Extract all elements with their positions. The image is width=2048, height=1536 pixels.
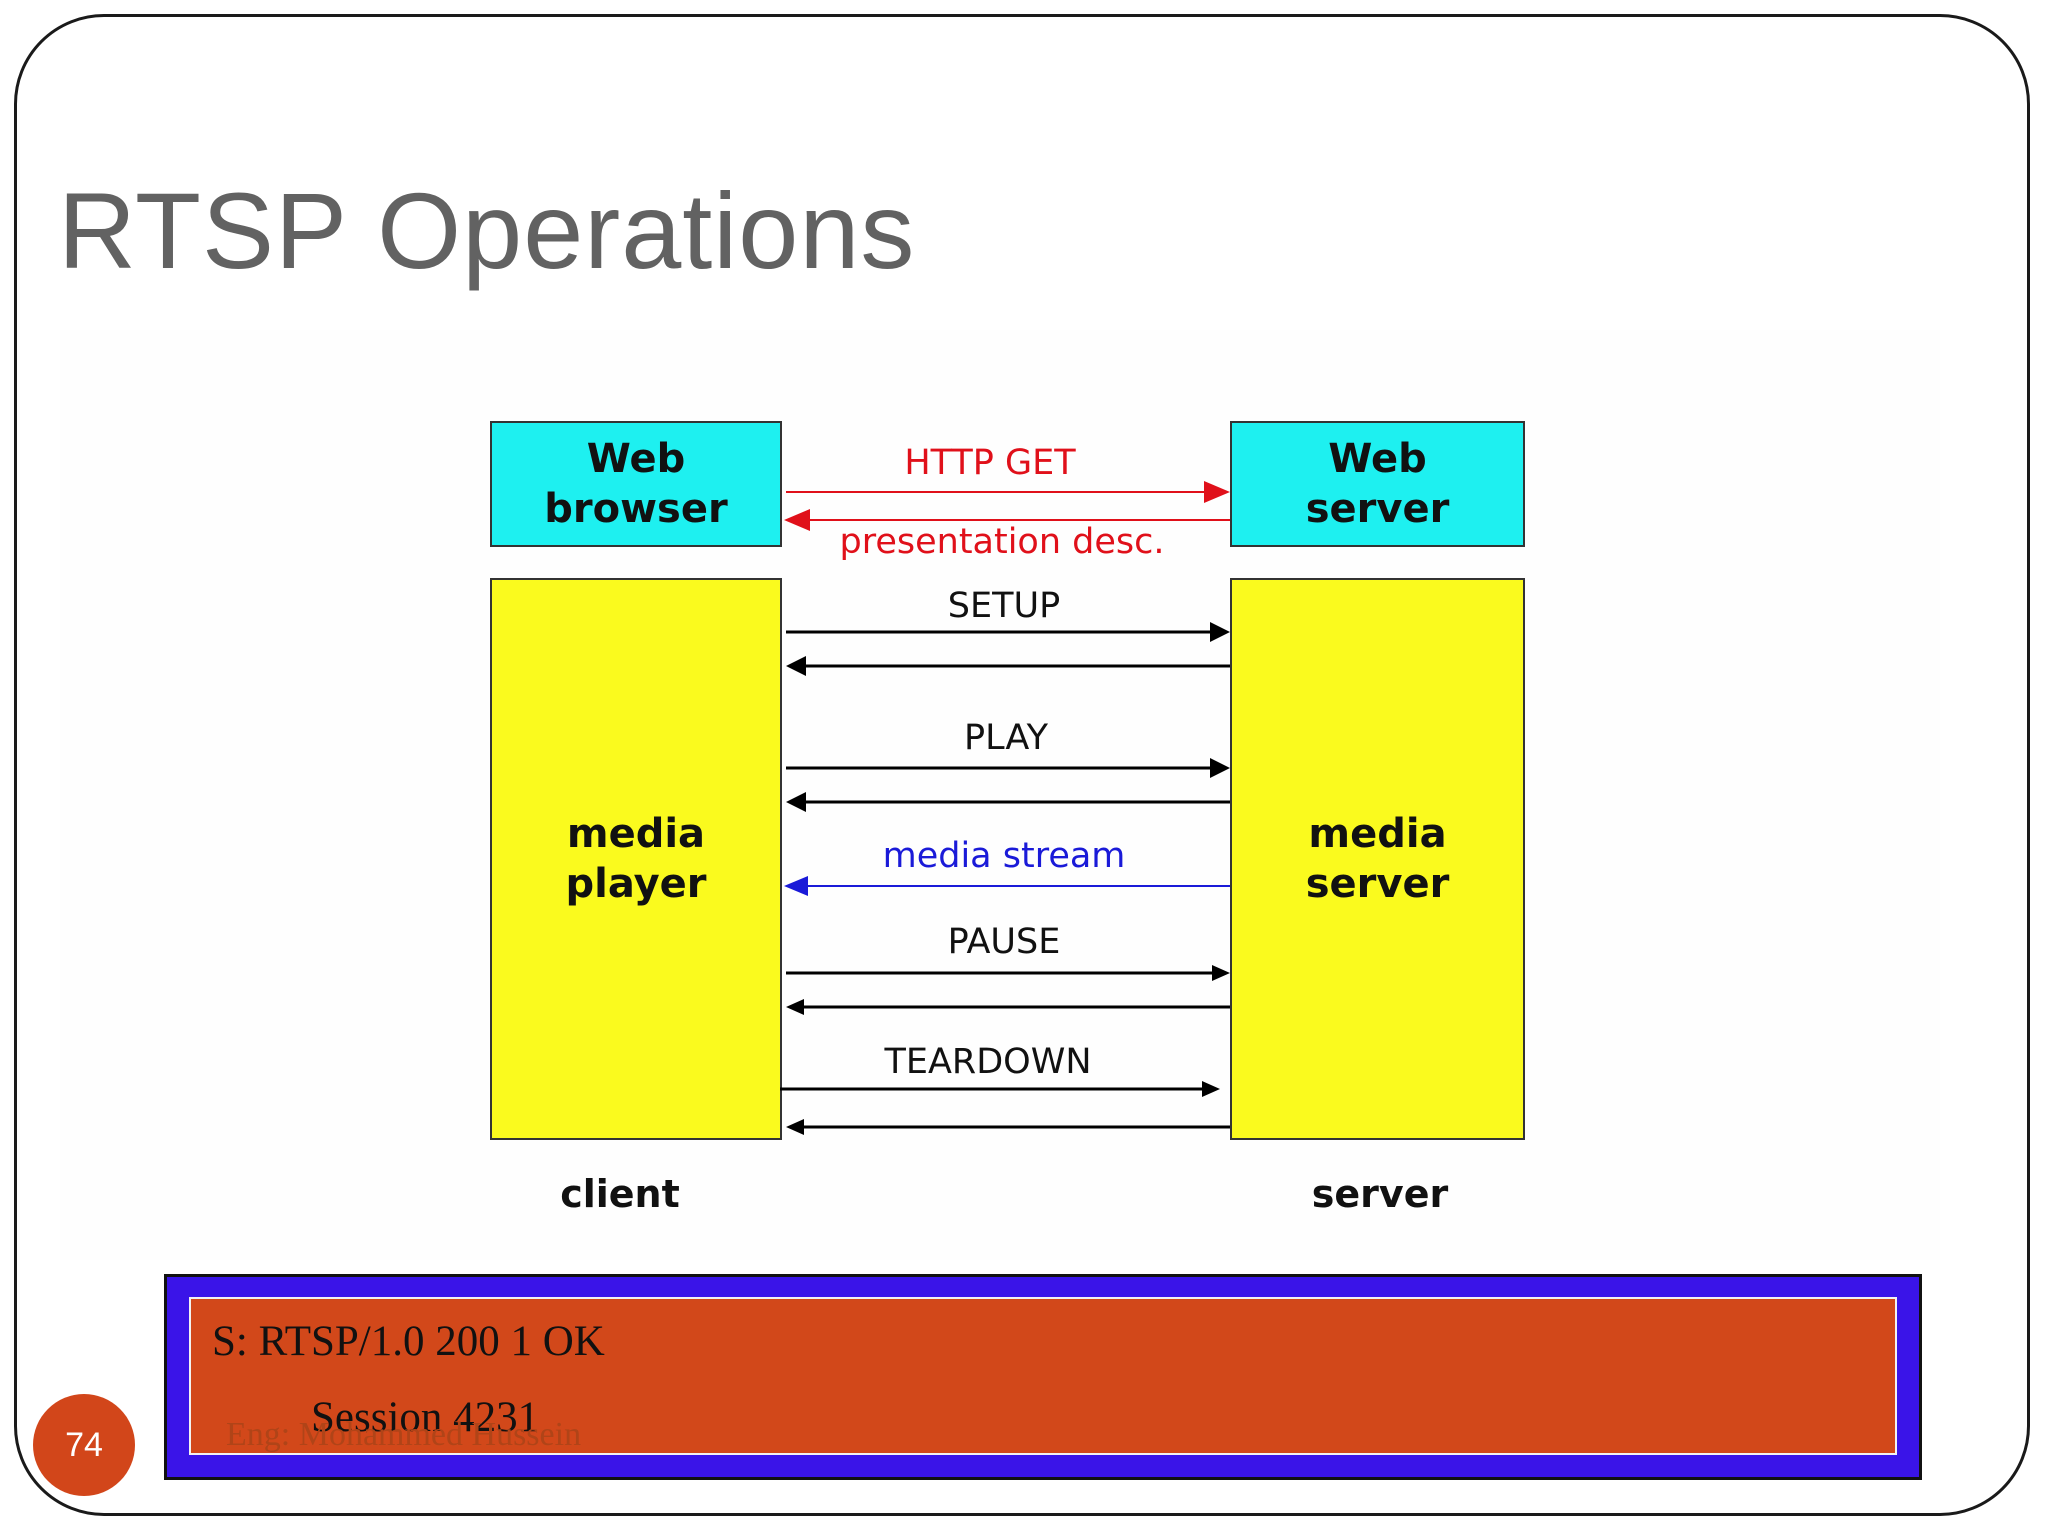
pause-label: PAUSE (947, 922, 1061, 962)
setup-request-arrowhead (1210, 622, 1230, 642)
media-server-box: media server (1230, 578, 1525, 1140)
server-label: server (1311, 1172, 1449, 1216)
setup-label: SETUP (947, 586, 1061, 626)
http-get-arrowhead (1204, 481, 1230, 503)
slide-title: RTSP Operations (58, 170, 916, 291)
play-label: PLAY (963, 718, 1049, 758)
http-get-label: HTTP GET (904, 443, 1076, 483)
teardown-request-arrowhead (1202, 1081, 1220, 1097)
footer-author: Eng: Mohammed Hussein (226, 1416, 582, 1453)
media-player-box: media player (490, 578, 782, 1140)
web-server-box: Web server (1230, 421, 1525, 547)
setup-response-arrowhead (786, 656, 806, 676)
play-response-arrowhead (786, 792, 806, 812)
presentation-desc-arrowhead (784, 509, 810, 531)
pause-request-arrowhead (1212, 965, 1230, 981)
media-stream-arrowhead (784, 876, 808, 896)
status-line-response: S: RTSP/1.0 200 1 OK (212, 1318, 605, 1365)
play-request-arrowhead (1210, 758, 1230, 778)
media-stream-label: media stream (882, 836, 1126, 876)
status-line-session: Session 4231 (311, 1394, 540, 1441)
teardown-response-arrowhead (786, 1119, 804, 1135)
web-browser-box: Web browser (490, 421, 782, 547)
presentation-desc-label: presentation desc. (839, 522, 1165, 562)
diagram-area (60, 330, 1940, 1260)
status-box-inner: S: RTSP/1.0 200 1 OK Session 4231 (189, 1297, 1897, 1455)
pause-response-arrowhead (786, 999, 804, 1015)
status-box: S: RTSP/1.0 200 1 OK Session 4231 (164, 1274, 1922, 1480)
page-number-badge: 74 (33, 1394, 135, 1496)
teardown-label: TEARDOWN (884, 1042, 1092, 1082)
client-label: client (560, 1172, 680, 1216)
